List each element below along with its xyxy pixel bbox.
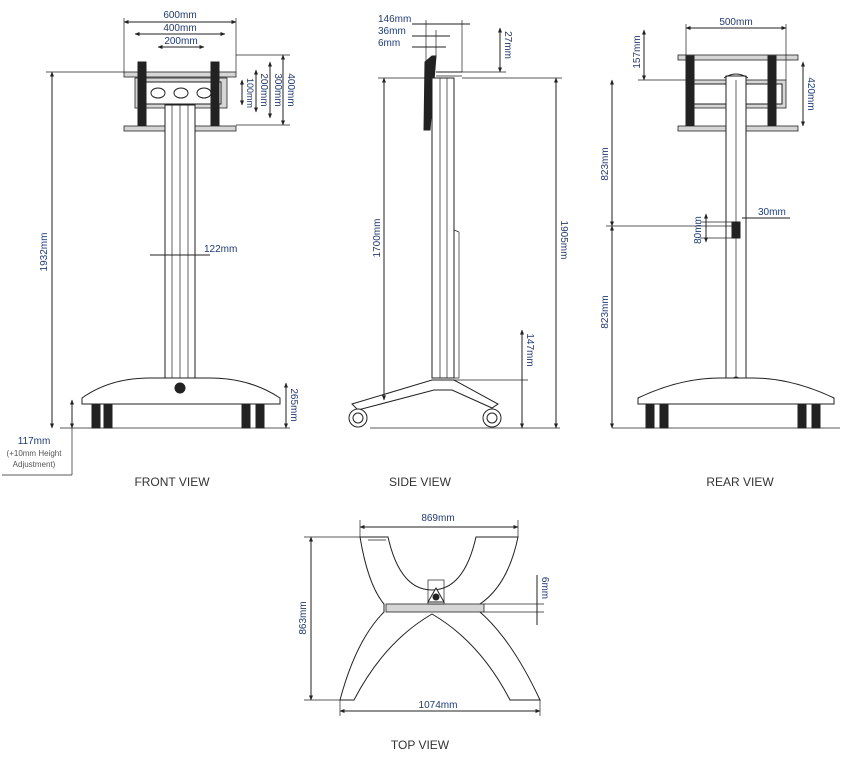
front-base-knob bbox=[174, 382, 186, 394]
side-dim-36: 36mm bbox=[378, 26, 406, 37]
rear-caster bbox=[811, 403, 821, 429]
side-dim-27: 27mm bbox=[502, 31, 513, 59]
front-dim-200: 200mm bbox=[164, 36, 197, 47]
front-caster bbox=[103, 403, 113, 429]
front-dim-400: 400mm bbox=[163, 23, 196, 34]
top-dim-6: 6mm bbox=[539, 577, 550, 599]
rear-left-bracket bbox=[685, 55, 695, 127]
side-column bbox=[431, 77, 455, 379]
front-dim-600: 600mm bbox=[163, 10, 196, 21]
side-dim-6: 6mm bbox=[378, 38, 400, 49]
rear-dim-823-upper: 823mm bbox=[600, 147, 611, 180]
rear-handle bbox=[731, 221, 741, 239]
rear-dim-157: 157mm bbox=[632, 35, 643, 68]
front-view-label: FRONT VIEW bbox=[134, 475, 210, 489]
side-view-label: SIDE VIEW bbox=[389, 475, 452, 489]
top-dim-863: 863mm bbox=[298, 601, 309, 634]
top-crossbar bbox=[385, 603, 485, 613]
side-dim-1905: 1905mm bbox=[558, 221, 569, 260]
front-dim-column: 122mm bbox=[204, 244, 237, 255]
front-dim-h100: 100mm bbox=[245, 78, 255, 108]
side-dim-146: 146mm bbox=[378, 14, 411, 25]
rear-caster bbox=[659, 403, 669, 429]
top-view-label: TOP VIEW bbox=[391, 738, 450, 752]
front-top-plate bbox=[123, 71, 237, 78]
rear-dim-420: 420mm bbox=[805, 77, 816, 110]
front-dim-h200: 200mm bbox=[258, 73, 269, 106]
top-view: 869mm 1074mm 863mm 6mm TOP VIEW bbox=[298, 513, 550, 752]
front-right-bracket bbox=[210, 61, 220, 131]
front-caster-note-1: (+10mm Height bbox=[7, 449, 63, 458]
front-dim-1932: 1932mm bbox=[39, 233, 50, 272]
rear-view-label: REAR VIEW bbox=[706, 475, 774, 489]
side-dim-1700: 1700mm bbox=[372, 219, 383, 258]
rear-dim-80: 80mm bbox=[693, 216, 704, 244]
top-dim-1074: 1074mm bbox=[419, 700, 458, 711]
top-base-outline bbox=[339, 536, 541, 701]
front-left-bracket bbox=[137, 61, 147, 131]
front-dim-h400: 400mm bbox=[285, 73, 296, 106]
rear-dim-823-lower: 823mm bbox=[600, 295, 611, 328]
front-caster bbox=[91, 403, 101, 429]
front-dim-265: 265mm bbox=[288, 388, 299, 421]
front-caster bbox=[241, 403, 251, 429]
side-view: 146mm 36mm 6mm 27mm 1700mm 1905mm 147mm … bbox=[348, 14, 569, 489]
rear-caster bbox=[797, 403, 807, 429]
front-dim-h300: 300mm bbox=[272, 73, 283, 106]
rear-right-bracket bbox=[767, 55, 777, 127]
front-dim-117: 117mm bbox=[18, 436, 51, 447]
front-caster bbox=[255, 403, 265, 429]
top-dim-869: 869mm bbox=[421, 513, 454, 524]
rear-dim-500: 500mm bbox=[719, 17, 752, 28]
side-dim-147: 147mm bbox=[524, 333, 535, 366]
front-view: 600mm 400mm 200mm 400mm 300mm 200mm 100m… bbox=[2, 10, 299, 489]
side-base bbox=[351, 379, 499, 411]
front-caster-note-2: Adjustment) bbox=[13, 460, 56, 469]
rear-top-plate bbox=[677, 54, 799, 61]
rear-caster bbox=[645, 403, 655, 429]
rear-dim-30: 30mm bbox=[758, 207, 786, 218]
rear-view: 500mm 157mm 420mm 823mm 823mm 80mm 30mm … bbox=[600, 17, 840, 489]
rear-base bbox=[637, 377, 835, 405]
